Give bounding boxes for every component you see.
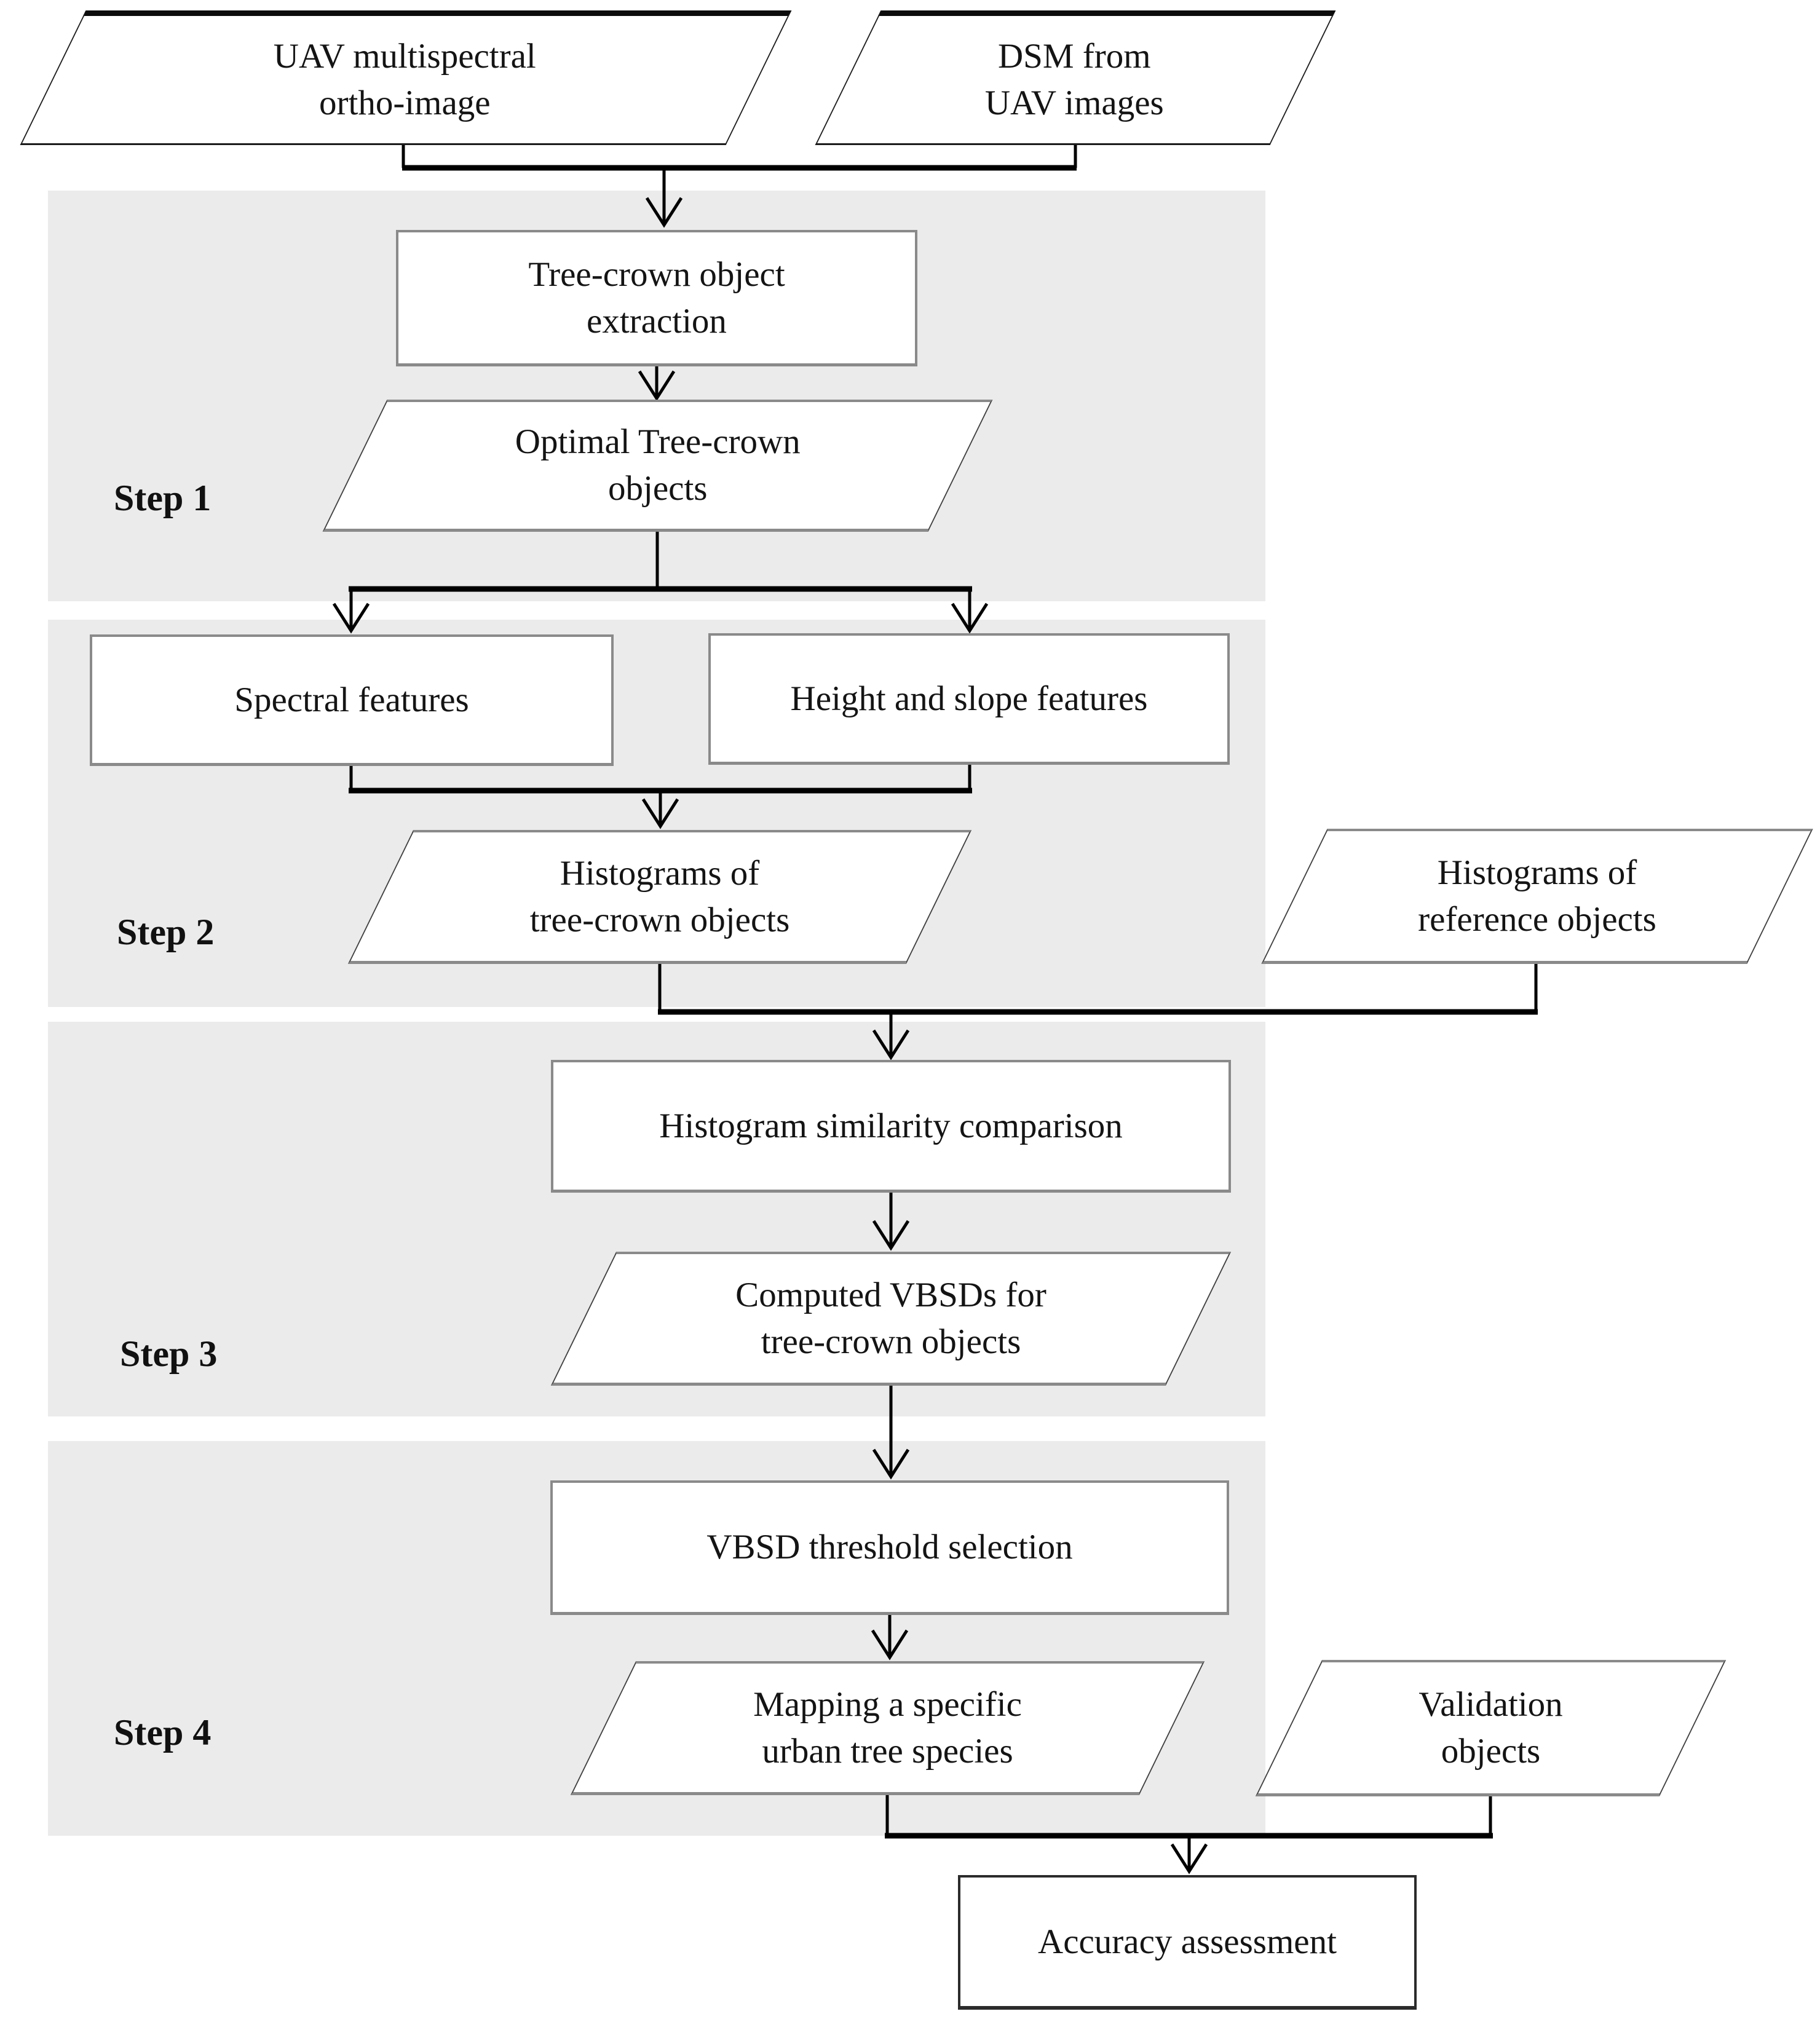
node-label: Histograms of tree-crown objects — [529, 853, 790, 939]
node-optimal-tree-crown-objects: Optimal Tree-crown objects — [322, 400, 993, 532]
vbsds-to-threshold-arrow — [872, 1386, 910, 1480]
node-dsm-from-uav: DSM from UAV images — [815, 10, 1336, 145]
node-label: DSM from UAV images — [985, 36, 1164, 122]
node-label: Histograms of reference objects — [1418, 853, 1657, 939]
node-label: Height and slope features — [790, 679, 1148, 718]
node-label: Optimal Tree-crown objects — [515, 422, 801, 508]
arrowhead-icon — [638, 370, 676, 401]
arrowhead-icon — [645, 197, 683, 228]
node-tree-crown-extraction: Tree-crown object extraction — [396, 230, 917, 366]
arrowhead-icon — [951, 602, 989, 634]
arrowhead-icon — [872, 1448, 910, 1480]
node-label: Computed VBSDs for tree-crown objects — [735, 1275, 1047, 1361]
final-merge-connector — [885, 1795, 1493, 1874]
step4-label: Step 4 — [114, 1712, 212, 1753]
arrowhead-icon — [641, 798, 679, 829]
step2-label: Step 2 — [117, 912, 215, 952]
step3-label: Step 3 — [120, 1333, 218, 1374]
node-label: Mapping a specific urban tree species — [753, 1684, 1023, 1771]
node-label: Tree-crown object extraction — [528, 255, 785, 341]
step1-label: Step 1 — [114, 478, 212, 518]
node-label: Histogram similarity comparison — [659, 1106, 1123, 1145]
node-mapping-species: Mapping a specific urban tree species — [570, 1661, 1205, 1795]
node-spectral-features: Spectral features — [90, 634, 614, 766]
node-vbsd-threshold: VBSD threshold selection — [550, 1480, 1229, 1615]
arrowhead-icon — [871, 1629, 909, 1661]
arrowhead-icon — [872, 1029, 910, 1060]
arrowhead-icon — [1170, 1843, 1208, 1874]
features-merge-connector — [349, 765, 972, 829]
histograms-merge-connector — [658, 964, 1538, 1060]
arrowhead-icon — [332, 602, 370, 634]
arrowhead-icon — [872, 1220, 910, 1251]
node-histograms-reference: Histograms of reference objects — [1261, 829, 1813, 964]
optimal-split-connector — [332, 532, 989, 634]
threshold-to-mapping-arrow — [871, 1615, 909, 1661]
node-label: Validation objects — [1418, 1684, 1563, 1771]
node-label: Spectral features — [234, 680, 469, 719]
inputs-merge-connector — [402, 145, 1077, 228]
node-label: Accuracy assessment — [1038, 1922, 1337, 1961]
node-accuracy-assessment: Accuracy assessment — [958, 1875, 1417, 2010]
extraction-to-optimal-arrow — [638, 366, 676, 401]
node-label: UAV multispectral ortho-image — [274, 36, 537, 122]
node-label: VBSD threshold selection — [706, 1528, 1073, 1566]
node-histogram-similarity: Histogram similarity comparison — [551, 1060, 1231, 1193]
node-computed-vbsds: Computed VBSDs for tree-crown objects — [550, 1252, 1232, 1386]
similarity-to-vbsds-arrow — [872, 1193, 910, 1251]
node-histograms-tree-crown: Histograms of tree-crown objects — [347, 830, 972, 964]
node-uav-ortho-image: UAV multispectral ortho-image — [20, 10, 792, 145]
node-validation-objects: Validation objects — [1255, 1660, 1727, 1796]
node-height-slope-features: Height and slope features — [708, 633, 1230, 765]
